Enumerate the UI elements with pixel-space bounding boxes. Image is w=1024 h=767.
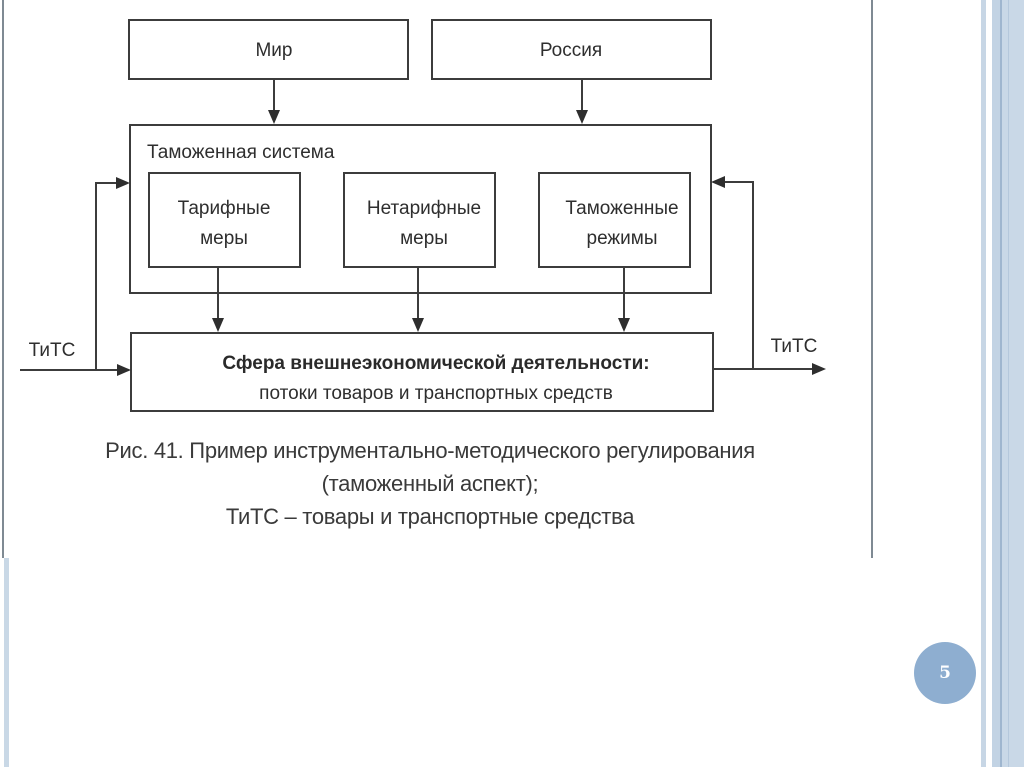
non-tariff-measures-line2: меры [400, 228, 448, 249]
figure-caption-line1: Рис. 41. Пример инструментально-методиче… [105, 438, 755, 463]
input-flow-arrow [20, 364, 131, 376]
sphere-subtitle: потоки товаров и транспортных средств [259, 383, 613, 404]
right-decorative-stripe [981, 0, 986, 767]
left-feedback-arrow [95, 177, 130, 370]
russia-box: Россия [431, 19, 712, 80]
arrow-regimes-to-sphere [618, 267, 630, 332]
left-decorative-stripe [4, 558, 9, 767]
tariff-measures-line2: меры [200, 228, 248, 249]
page-number: 5 [939, 663, 951, 683]
customs-system-title: Таможенная система [147, 142, 335, 163]
figure-caption-line3: ТиТС – товары и транспортные средства [225, 504, 635, 529]
tariff-measures-line1: Тарифные [178, 198, 271, 219]
output-label: ТиТС [771, 336, 818, 357]
page-number-badge: 5 [914, 642, 976, 704]
figure-caption-line2: (таможенный аспект); [321, 471, 539, 496]
arrow-russia-to-customs [576, 79, 588, 124]
right-decorative-stripe [1000, 0, 1002, 767]
input-label: ТиТС [29, 340, 76, 361]
customs-regimes-line2: режимы [587, 228, 658, 249]
right-decorative-stripe [1002, 0, 1024, 767]
russia-label: Россия [540, 40, 602, 61]
arrow-world-to-customs [268, 79, 280, 124]
arrow-non-tariff-to-sphere [412, 267, 424, 332]
non-tariff-measures-line1: Нетарифные [367, 198, 481, 219]
world-label: Мир [255, 40, 292, 61]
non-tariff-measures-box: Нетарифные меры [343, 172, 496, 268]
sphere-title: Сфера внешнеэкономической деятельности: [222, 353, 649, 374]
right-decorative-stripe [992, 0, 1000, 767]
right-decorative-stripe [1008, 0, 1009, 767]
customs-regimes-line1: Таможенные [565, 198, 678, 219]
customs-regimes-box: Таможенные режимы [538, 172, 691, 268]
arrow-tariff-to-sphere [212, 267, 224, 332]
world-box: Мир [128, 19, 409, 80]
foreign-trade-sphere-box: Сфера внешнеэкономической деятельности: … [130, 332, 714, 412]
tariff-measures-box: Тарифные меры [148, 172, 301, 268]
right-feedback-arrow [711, 176, 754, 369]
output-flow-arrow [713, 363, 826, 375]
